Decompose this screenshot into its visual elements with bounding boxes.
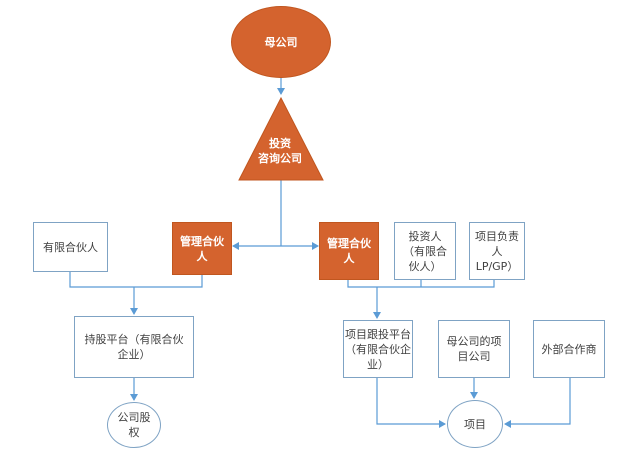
holding-platform-node: 持股平台（有限合伙 企业） xyxy=(74,316,194,378)
project-node: 项目 xyxy=(447,400,503,448)
parent-project-company-node: 母公司的项 目公司 xyxy=(438,320,510,378)
project-coinvest-platform-node: 项目跟投平台 （有限合伙企 业） xyxy=(343,320,413,378)
gp-right-node: 管理合伙 人 xyxy=(319,222,379,280)
investor-node: 投资人 （有限合 伙人） xyxy=(394,222,456,280)
external-partner-label: 外部合作商 xyxy=(541,342,597,356)
parent-project-company-label: 母公司的项 目公司 xyxy=(446,335,502,363)
consulting-triangle xyxy=(238,96,324,181)
limited-partner-left-label: 有限合伙人 xyxy=(43,240,98,254)
connector-external-to-project xyxy=(504,378,571,428)
limited-partner-left-node: 有限合伙人 xyxy=(33,222,108,272)
project-lead-node: 项目负责 人 LP/GP） xyxy=(469,222,525,280)
project-lead-label: 项目负责 人 LP/GP） xyxy=(475,229,519,273)
external-partner-node: 外部合作商 xyxy=(533,320,605,378)
holding-platform-label: 持股平台（有限合伙 企业） xyxy=(84,333,184,361)
parent-company-label: 母公司 xyxy=(264,35,298,49)
connector-left-cluster xyxy=(69,272,203,288)
connector-coinvest-to-project xyxy=(376,378,446,428)
gp-left-label: 管理合伙 人 xyxy=(180,234,224,263)
investment-consulting-label: 投资 咨询公司 xyxy=(258,137,302,165)
gp-right-label: 管理合伙 人 xyxy=(327,237,371,265)
gp-left-node: 管理合伙 人 xyxy=(172,222,232,275)
company-equity-node: 公司股 权 xyxy=(107,402,161,448)
project-label: 项目 xyxy=(464,417,486,431)
parent-company-node: 母公司 xyxy=(231,6,331,78)
company-equity-label: 公司股 权 xyxy=(117,411,151,439)
investor-label: 投资人 （有限合 伙人） xyxy=(403,229,447,273)
project-coinvest-platform-label: 项目跟投平台 （有限合伙企 业） xyxy=(345,327,411,371)
